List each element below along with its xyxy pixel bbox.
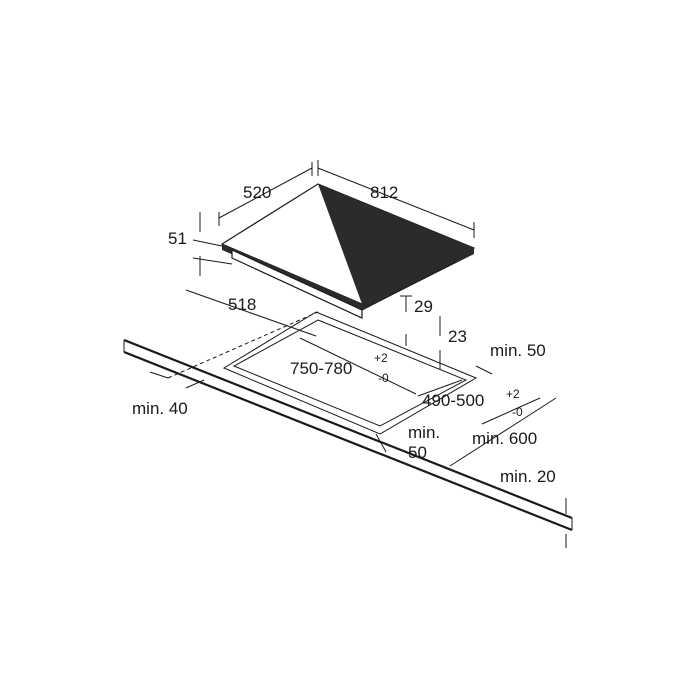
label-min-front-word: min. [408,423,440,442]
label-cutout-width-tol-plus: +2 [374,351,388,365]
hob [220,183,476,319]
label-min-worktop-thickness: min. 20 [500,467,556,486]
label-width: 812 [370,183,398,202]
label-min-worktop-depth: min. 600 [472,429,537,448]
label-cutout-width-tol-minus: -0 [378,371,389,385]
label-height-total: 51 [168,229,187,248]
label-cutout-width: 750-780 [290,359,352,378]
label-min-side: min. 40 [132,399,188,418]
label-depth-inner: 518 [228,295,256,314]
label-cutout-depth-tol-minus: -0 [512,405,523,419]
label-min-back: min. 50 [490,341,546,360]
label-cutout-depth-tol-plus: +2 [506,387,520,401]
label-min-front-value: 50 [408,443,427,462]
dimension-lines [149,160,567,548]
label-frame-height: 23 [448,327,467,346]
label-depth: 520 [243,183,271,202]
label-cutout-depth: 490-500 [422,391,484,410]
cutout-outline [222,311,478,435]
worktop [123,311,573,532]
label-glass-thickness: 29 [414,297,433,316]
